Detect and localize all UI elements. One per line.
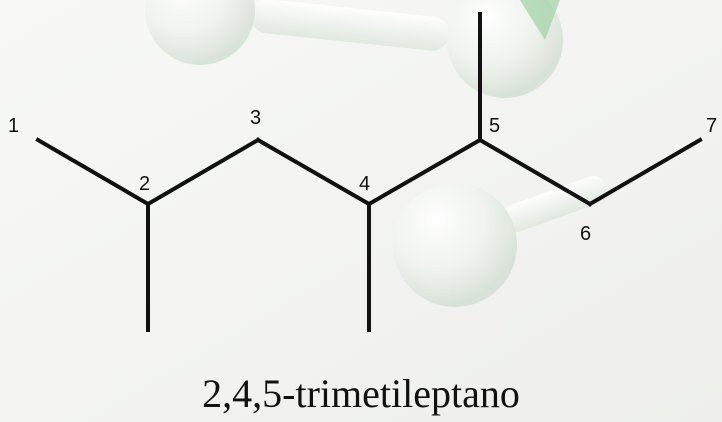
background-sphere <box>393 183 517 307</box>
carbon-number-7: 7 <box>706 115 717 137</box>
background-accent <box>520 0 560 40</box>
background-rod <box>250 0 450 51</box>
carbon-number-5: 5 <box>489 115 500 137</box>
bond-c2-c3 <box>145 137 261 207</box>
carbon-number-2: 2 <box>139 173 150 195</box>
bond-c3-c4 <box>255 137 372 207</box>
bond-lines <box>35 12 703 332</box>
background-sphere <box>447 0 563 98</box>
bond-c5-c6 <box>477 137 593 207</box>
bond-c1-c2 <box>35 137 151 207</box>
compound-name: 2,4,5-trimetileptano <box>202 371 520 416</box>
carbon-number-4: 4 <box>359 173 370 195</box>
carbon-number-1: 1 <box>8 115 19 137</box>
bond-c6-c7 <box>587 137 703 207</box>
bond-c4-c5 <box>366 137 483 207</box>
carbon-number-3: 3 <box>250 107 261 129</box>
carbon-number-6: 6 <box>580 223 591 245</box>
background-sphere <box>145 0 255 65</box>
carbon-numbers: 1 2 3 4 5 6 7 <box>8 107 717 245</box>
background-rod <box>502 175 608 233</box>
